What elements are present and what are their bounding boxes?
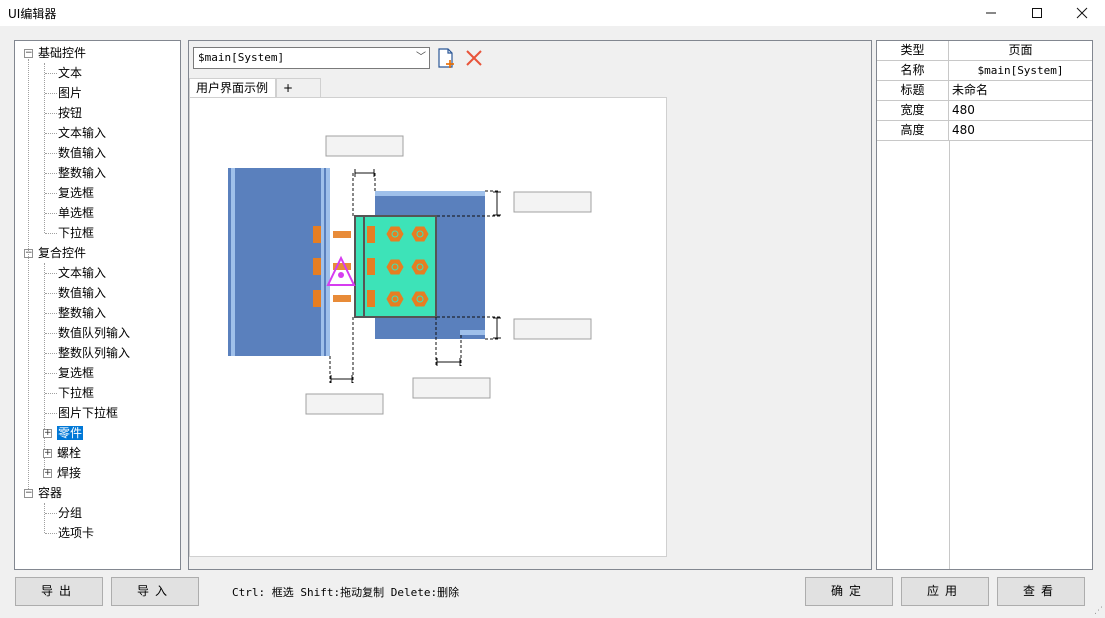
new-page-icon [438, 48, 454, 68]
page-select[interactable]: $main[System] ﹀ [193, 47, 430, 69]
title-bar: UI编辑器 [0, 0, 1105, 26]
tree-item[interactable]: 图片 [58, 86, 83, 100]
tree-group-basic[interactable]: 基础控件 [38, 46, 87, 60]
tree-item[interactable]: 按钮 [58, 106, 83, 120]
weld-icon [326, 255, 356, 286]
tree-item[interactable]: 数值输入 [58, 286, 107, 300]
tree-item[interactable]: 下拉框 [58, 226, 95, 240]
tab-control: 用户界面示例 + [189, 78, 667, 557]
design-canvas[interactable] [189, 97, 667, 557]
shortcut-hint: Ctrl: 框选 Shift:拖动复制 Delete:删除 [232, 586, 460, 599]
property-row[interactable]: 类型 页面 [877, 41, 1092, 61]
maximize-icon [1032, 8, 1042, 18]
tree-group-composite[interactable]: 复合控件 [38, 246, 87, 260]
tree-item[interactable]: 整数输入 [58, 166, 107, 180]
editor-panel: $main[System] ﹀ 用户界面示例 + [188, 40, 872, 570]
dimension-input-bottom-left [305, 393, 384, 415]
tree-item[interactable]: 文本 [58, 66, 83, 80]
export-button[interactable]: 导出 [15, 577, 103, 606]
dimension-input-bottom-right [412, 377, 491, 399]
close-button[interactable] [1059, 0, 1105, 26]
property-row[interactable]: 名称 $main[System] [877, 61, 1092, 81]
property-row[interactable]: 高度 480 [877, 121, 1092, 141]
tree-item[interactable]: 复选框 [58, 366, 95, 380]
tree-item-bolts[interactable]: 螺栓 [57, 446, 82, 460]
dimension-input-right-top [513, 191, 592, 213]
tree-group-container[interactable]: 容器 [38, 486, 63, 500]
tree-item[interactable]: 下拉框 [58, 386, 95, 400]
tree-item[interactable]: 整数输入 [58, 306, 107, 320]
tree-item[interactable]: 单选框 [58, 206, 95, 220]
dimension-input-right-bottom [513, 318, 592, 340]
expand-toggle-icon[interactable]: + [43, 468, 52, 478]
minimize-icon [986, 12, 996, 14]
property-grid[interactable]: 类型 页面 名称 $main[System] 标题 未命名 宽度 480 高度 … [876, 40, 1093, 570]
delete-page-button[interactable] [463, 47, 485, 69]
collapse-toggle-icon[interactable]: − [24, 488, 33, 498]
window-title: UI编辑器 [8, 7, 57, 21]
tab-add[interactable]: + [276, 78, 321, 98]
tree-item[interactable]: 文本输入 [58, 266, 107, 280]
chevron-down-icon: ﹀ [416, 52, 426, 63]
expand-toggle-icon[interactable]: + [43, 428, 52, 438]
dimension-lines [329, 169, 501, 383]
tree-item[interactable]: 文本输入 [58, 126, 107, 140]
connection-diagram [228, 135, 592, 415]
import-button[interactable]: 导入 [111, 577, 199, 606]
property-row[interactable]: 标题 未命名 [877, 81, 1092, 101]
tree-item[interactable]: 复选框 [58, 186, 95, 200]
collapse-toggle-icon[interactable]: − [24, 48, 33, 58]
tree-item[interactable]: 图片下拉框 [58, 406, 119, 420]
tree-item[interactable]: 数值输入 [58, 146, 107, 160]
property-row[interactable]: 宽度 480 [877, 101, 1092, 121]
bolt-group-plate [386, 226, 429, 307]
dimension-input-top [325, 135, 404, 157]
close-icon [466, 50, 482, 66]
tree-item[interactable]: 整数队列输入 [58, 346, 131, 360]
new-page-button[interactable] [435, 47, 457, 69]
bolt-group-left [313, 226, 375, 307]
control-tree[interactable]: − 基础控件 文本 图片 按钮 文本输入 数值输入 整数输入 复选框 单选框 下… [14, 40, 181, 570]
expand-toggle-icon[interactable]: + [43, 448, 52, 458]
tree-item-parts[interactable]: 零件 [57, 426, 84, 440]
tab-ui-example[interactable]: 用户界面示例 [189, 78, 276, 98]
ok-button[interactable]: 确定 [805, 577, 893, 606]
view-button[interactable]: 查看 [997, 577, 1085, 606]
tree-item[interactable]: 分组 [58, 506, 83, 520]
minimize-button[interactable] [968, 0, 1014, 26]
tree-item-welds[interactable]: 焊接 [57, 466, 82, 480]
maximize-button[interactable] [1014, 0, 1060, 26]
close-icon [1076, 7, 1088, 19]
tree-item[interactable]: 数值队列输入 [58, 326, 131, 340]
resize-grip-icon[interactable]: ⋰ [1094, 606, 1103, 616]
tree-item[interactable]: 选项卡 [58, 526, 95, 540]
apply-button[interactable]: 应用 [901, 577, 989, 606]
